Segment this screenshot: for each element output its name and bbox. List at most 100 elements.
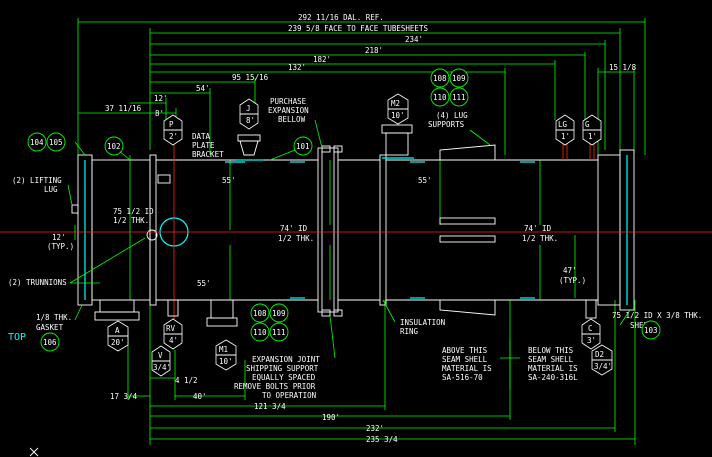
label-above-3: MATERIAL IS bbox=[442, 364, 492, 373]
label-top: TOP bbox=[8, 332, 26, 343]
nozzle-c-body bbox=[585, 299, 597, 319]
svg-text:3': 3' bbox=[587, 336, 596, 345]
svg-text:V: V bbox=[158, 351, 163, 360]
label-purchase-3: BELLOW bbox=[278, 115, 306, 124]
callout-110b: 110 bbox=[250, 322, 270, 342]
nozzle-tags: P 2' J 8' M2 10' LG 1' G 1' bbox=[107, 93, 613, 377]
callout-109a: 109 bbox=[449, 68, 469, 88]
dim-190: 190' bbox=[322, 413, 340, 422]
label-lug-supports-1: (4) LUG bbox=[436, 111, 468, 120]
svg-text:111: 111 bbox=[452, 93, 466, 102]
svg-text:104: 104 bbox=[30, 138, 44, 147]
svg-text:109: 109 bbox=[452, 74, 466, 83]
tag-m1: M1 10' bbox=[215, 339, 237, 371]
svg-text:111: 111 bbox=[272, 328, 286, 337]
svg-text:3/4': 3/4' bbox=[153, 363, 171, 372]
svg-text:110: 110 bbox=[433, 93, 447, 102]
dim-54: 54' bbox=[196, 84, 210, 93]
svg-text:103: 103 bbox=[644, 326, 658, 335]
label-expansion-5: TO OPERATION bbox=[262, 391, 316, 400]
callout-108a: 108 bbox=[430, 68, 450, 88]
tag-rv: RV 4' bbox=[163, 318, 183, 350]
dim-overall: 292 11/16 DAL. REF. bbox=[298, 13, 384, 22]
dim-12: 12' bbox=[154, 94, 168, 103]
svg-text:M1: M1 bbox=[219, 345, 228, 354]
label-data-plate-3: BRACKET bbox=[192, 150, 224, 159]
callout-111a: 111 bbox=[449, 87, 469, 107]
label-above-4: SA-516-70 bbox=[442, 373, 483, 382]
label-expansion-4: REMOVE BOLTS PRIOR bbox=[234, 382, 316, 391]
nozzle-m2-body bbox=[381, 124, 414, 159]
tag-v: V 3/4' bbox=[151, 345, 171, 377]
dim-id-mid: 74' ID bbox=[280, 224, 308, 233]
svg-text:8': 8' bbox=[246, 116, 255, 125]
callout-106: 106 bbox=[40, 332, 60, 352]
dim-8: 8' bbox=[155, 109, 164, 118]
label-below-1: BELOW THIS bbox=[528, 346, 574, 355]
dim-4: 4 1/2 bbox=[175, 376, 198, 385]
dim-thk-right: 1/2 THK. bbox=[522, 234, 558, 243]
dim-face-to-face: 239 5/8 FACE TO FACE TUBESHEETS bbox=[288, 24, 428, 33]
svg-text:3/4': 3/4' bbox=[594, 362, 612, 371]
tag-m2: M2 10' bbox=[387, 93, 409, 125]
dim-thk-left: 1/2 THK. bbox=[113, 216, 149, 225]
dim-234: 234' bbox=[405, 35, 423, 44]
label-shell-2: SHELL bbox=[630, 321, 653, 330]
callout-109b: 109 bbox=[269, 303, 289, 323]
svg-text:RV: RV bbox=[166, 324, 176, 333]
svg-text:G: G bbox=[585, 120, 590, 129]
dim-218: 218' bbox=[365, 46, 383, 55]
label-lug-supports-2: SUPPORTS bbox=[428, 120, 465, 129]
callout-111b: 111 bbox=[269, 322, 289, 342]
nozzle-a-body bbox=[94, 299, 140, 321]
svg-text:2': 2' bbox=[169, 132, 178, 141]
svg-text:101: 101 bbox=[296, 142, 310, 151]
dim-thk-mid: 1/2 THK. bbox=[278, 234, 314, 243]
tag-j: J 8' bbox=[239, 98, 259, 130]
callout-circles: 104 105 102 101 108 109 110 111 108 109 … bbox=[27, 68, 661, 352]
callout-104: 104 bbox=[27, 132, 47, 152]
dimension-texts: 292 11/16 DAL. REF. 239 5/8 FACE TO FACE… bbox=[47, 13, 637, 444]
tag-lg: LG 1' bbox=[555, 114, 575, 146]
dim-132: 132' bbox=[288, 63, 306, 72]
label-above-2: SEAM SHELL bbox=[442, 355, 488, 364]
callout-108b: 108 bbox=[250, 303, 270, 323]
nozzle-m1-body bbox=[206, 299, 238, 327]
label-lifting-lug: (2) LIFTING bbox=[12, 176, 62, 185]
callout-105: 105 bbox=[46, 132, 66, 152]
callout-103: 103 bbox=[641, 320, 661, 340]
label-lifting-lug-2: LUG bbox=[44, 185, 58, 194]
svg-text:C: C bbox=[588, 324, 593, 333]
dim-typ: (TYP.) bbox=[47, 242, 74, 251]
svg-text:105: 105 bbox=[49, 138, 63, 147]
callout-102: 102 bbox=[104, 136, 124, 156]
svg-text:J: J bbox=[246, 104, 251, 113]
dim-17: 17 3/4 bbox=[110, 392, 138, 401]
cursor-cross bbox=[29, 447, 39, 457]
dim-47: 47' bbox=[563, 266, 577, 275]
svg-text:109: 109 bbox=[272, 309, 286, 318]
dim-55b: 55' bbox=[418, 176, 432, 185]
dim-id-right: 74' ID bbox=[524, 224, 552, 233]
label-purchase-1: PURCHASE bbox=[270, 97, 307, 106]
dim-182: 182' bbox=[313, 55, 331, 64]
svg-text:102: 102 bbox=[107, 142, 121, 151]
dim-15: 15 1/8 bbox=[609, 63, 637, 72]
dim-55c: 55' bbox=[197, 279, 211, 288]
dim-235: 235 3/4 bbox=[366, 435, 398, 444]
label-expansion-1: EXPANSION JOINT bbox=[252, 355, 320, 364]
dim-55a: 55' bbox=[222, 176, 236, 185]
svg-text:1': 1' bbox=[588, 132, 597, 141]
svg-text:P: P bbox=[169, 120, 174, 129]
label-gasket-1: 1/8 THK. bbox=[36, 313, 72, 322]
dim-id-left: 75 1/2 ID bbox=[113, 207, 154, 216]
svg-text:1': 1' bbox=[561, 132, 570, 141]
dim-95: 95 15/16 bbox=[232, 73, 269, 82]
leader-lines bbox=[67, 119, 631, 359]
svg-text:108: 108 bbox=[433, 74, 447, 83]
callout-101: 101 bbox=[293, 136, 313, 156]
dim-121: 121 3/4 bbox=[254, 402, 286, 411]
label-below-3: MATERIAL IS bbox=[528, 364, 578, 373]
dim-12-typ: 12' bbox=[52, 233, 66, 242]
label-data-plate-2: PLATE bbox=[192, 141, 215, 150]
